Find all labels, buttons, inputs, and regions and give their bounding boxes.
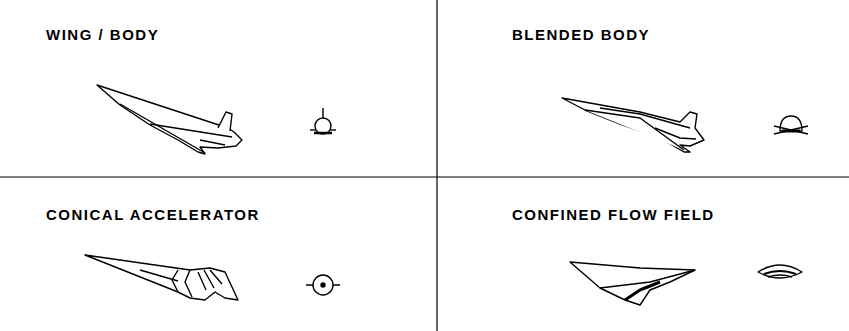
confined-flow-field-side-view (570, 262, 695, 305)
conical-accelerator-side-view (85, 255, 238, 300)
section-label: CONICAL ACCELERATOR (46, 206, 260, 223)
confined-flow-field-front-view (758, 265, 802, 278)
conical-accelerator-front-view (306, 275, 340, 295)
blended-body-side-view (562, 98, 704, 152)
section-label: BLENDED BODY (512, 26, 650, 43)
section-label: WING / BODY (46, 26, 159, 43)
divider (436, 0, 437, 331)
blended-body-front-view (774, 116, 808, 134)
divider (0, 176, 849, 177)
wing-body-side-view (97, 85, 242, 154)
wing-body-front-view (310, 108, 336, 134)
section-label: CONFINED FLOW FIELD (512, 206, 715, 223)
